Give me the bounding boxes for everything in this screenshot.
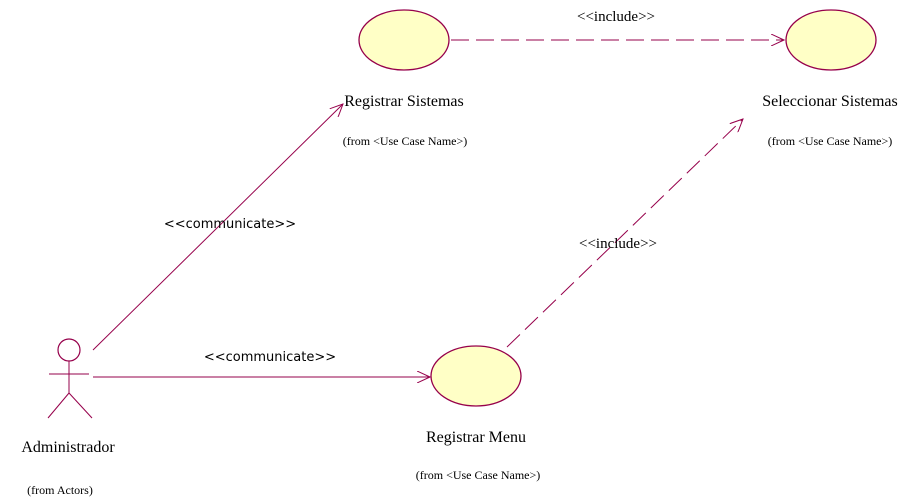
include-label-1: <<include>> <box>577 9 655 25</box>
use-case-seleccionar-sistemas-name: Seleccionar Sistemas <box>762 93 898 110</box>
actor-name: Administrador <box>21 439 115 456</box>
use-case-registrar-menu-name: Registrar Menu <box>426 429 526 446</box>
actor-from: (from Actors) <box>27 483 93 497</box>
use-case-seleccionar-sistemas-from: (from <Use Case Name>) <box>768 134 893 148</box>
use-case-registrar-sistemas-from: (from <Use Case Name>) <box>343 134 468 148</box>
use-case-seleccionar-sistemas[interactable] <box>785 9 877 71</box>
actor-administrador[interactable] <box>47 338 93 419</box>
use-case-registrar-menu[interactable] <box>430 345 522 407</box>
include-label-2: <<include>> <box>579 236 657 252</box>
communicate-label-2: <<communicate>> <box>204 350 336 365</box>
actor-head-icon <box>57 338 81 362</box>
use-case-registrar-menu-from: (from <Use Case Name>) <box>416 468 541 482</box>
actor-right-leg <box>68 392 93 419</box>
communicate-label-1: <<communicate>> <box>164 217 296 232</box>
include-arrow-2 <box>506 119 743 348</box>
communicate-arrow-registrar-sistemas <box>92 104 343 351</box>
use-case-registrar-sistemas[interactable] <box>358 9 450 71</box>
use-case-registrar-sistemas-name: Registrar Sistemas <box>344 93 464 110</box>
actor-left-leg <box>47 392 70 419</box>
